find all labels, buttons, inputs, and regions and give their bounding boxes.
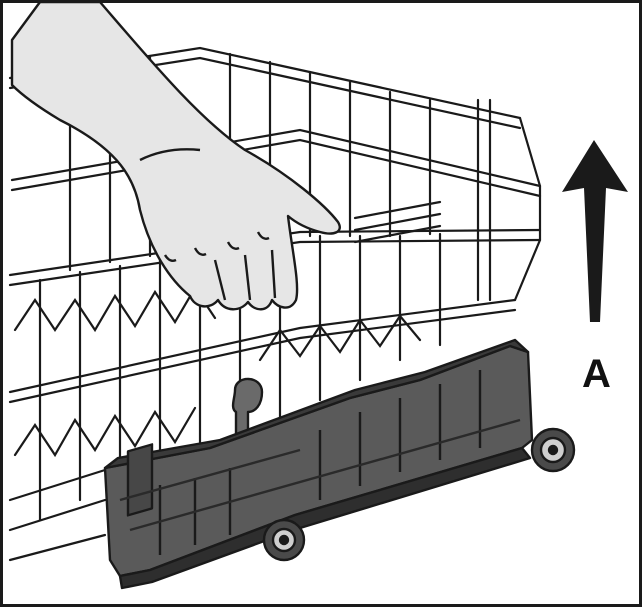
label-a: A — [582, 352, 611, 396]
wire-rack — [8, 46, 542, 562]
up-arrow-icon — [562, 140, 628, 322]
adjuster-wheel-right — [530, 427, 576, 473]
adjuster-wheel-left — [262, 518, 306, 562]
hand-illustration — [10, 0, 341, 311]
rack-adjuster — [103, 338, 576, 590]
